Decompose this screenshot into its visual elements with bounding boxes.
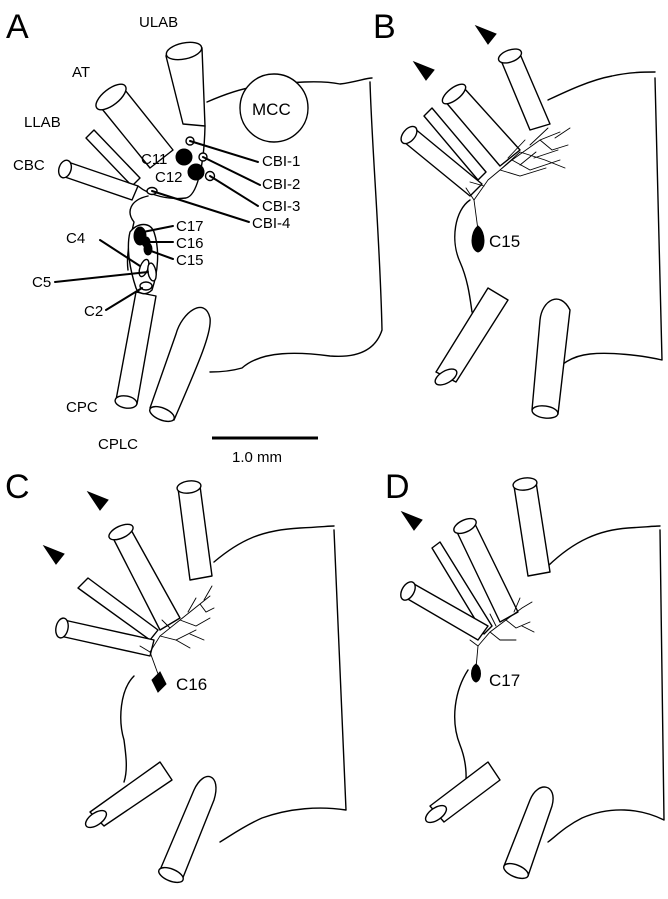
c11-label: C11 <box>141 151 167 168</box>
c16-label: C16 <box>176 235 204 252</box>
leader-c4 <box>99 239 141 267</box>
c17-arbor-branches-1 <box>475 601 533 669</box>
cplc-nerve-end <box>149 405 175 423</box>
b-nerve-4-end <box>400 125 418 145</box>
cbi3-label: CBI-3 <box>262 198 300 215</box>
c17-arbor-branches-2 <box>469 597 535 647</box>
cbi2-label: CBI-2 <box>262 176 300 193</box>
ulab-label: ULAB <box>139 14 178 31</box>
panel-a-letter: A <box>6 8 29 46</box>
cplc-nerve <box>149 306 211 421</box>
d-nerve-1 <box>513 481 551 577</box>
cell-c11 <box>175 148 193 166</box>
panel-c-letter: C <box>5 468 30 506</box>
b-nerve-1-end <box>497 48 523 64</box>
b-nerve-3 <box>423 107 487 181</box>
leader-cbi1 <box>189 140 259 163</box>
ganglion-outline-b <box>454 71 663 373</box>
d-nerve-6-end <box>503 862 529 880</box>
c-nerve-4-end <box>55 617 69 639</box>
panel-c: C C16 <box>5 468 347 884</box>
c-nerve-2-end <box>108 523 134 541</box>
c-nerve-1 <box>177 485 213 581</box>
c17-label: C17 <box>176 218 204 235</box>
cell-c15 <box>143 242 153 256</box>
panel-d-letter: D <box>385 468 410 506</box>
c15-arbor-branches-2 <box>465 127 571 201</box>
at-nerve-end <box>95 83 127 111</box>
panel-b-letter: B <box>373 8 396 46</box>
b-cell-label: C15 <box>489 232 520 251</box>
c-nerve-6 <box>159 775 217 881</box>
d-cell-label: C17 <box>489 671 520 690</box>
leader-c2 <box>105 287 143 311</box>
cplc-label: CPLC <box>98 436 138 453</box>
ganglion-outline-a <box>126 77 383 373</box>
b-nerve-5-end <box>434 368 458 386</box>
d-nerve-3 <box>431 541 493 635</box>
cell-c15-b <box>471 225 485 253</box>
c17-arbor <box>469 597 535 669</box>
cbc-label: CBC <box>13 157 45 174</box>
scale-bar-label: 1.0 mm <box>232 449 282 466</box>
cbc-nerve-end <box>57 159 73 179</box>
c15-arbor <box>465 127 571 231</box>
c16-arbor-branches-2 <box>139 585 213 653</box>
b-nerve-6 <box>531 298 571 415</box>
cell-c12 <box>187 163 205 181</box>
b-nerve-2-end <box>441 83 467 105</box>
leader-cbi2 <box>202 156 261 186</box>
cbi4-label: CBI-4 <box>252 215 290 232</box>
c4-label: C4 <box>66 230 85 247</box>
mcc-label: MCC <box>252 100 291 119</box>
c2-label: C2 <box>84 303 103 320</box>
leader-cbi4 <box>151 190 250 223</box>
cpc-nerve-end <box>114 395 138 409</box>
leader-c17 <box>142 225 174 233</box>
d-nerve-1-end <box>512 477 538 491</box>
d-nerve-6 <box>503 786 554 877</box>
c5-label: C5 <box>32 274 51 291</box>
c-nerve-3 <box>77 577 159 641</box>
mcc-circle <box>239 73 309 143</box>
cpc-nerve <box>115 291 157 405</box>
cell-c16-c <box>151 671 167 693</box>
b-arrowhead-2 <box>412 60 435 81</box>
at-label: AT <box>72 64 90 81</box>
leader-cbi3 <box>209 175 259 207</box>
d-nerve-2-end <box>453 517 477 535</box>
leader-c5 <box>54 271 149 283</box>
cbi1-label: CBI-1 <box>262 153 300 170</box>
d-nerve-2 <box>455 521 519 623</box>
c16-arbor <box>139 585 215 675</box>
b-arrowhead-1 <box>474 24 497 45</box>
c-arrowhead-2 <box>42 544 65 565</box>
llab-nerve <box>85 129 141 187</box>
leader-c15 <box>150 250 174 260</box>
c-arrowhead-1 <box>86 490 109 511</box>
panel-d: D C17 <box>385 468 665 880</box>
c15-label: C15 <box>176 252 204 269</box>
c-nerve-5-end <box>84 809 108 829</box>
ganglion-outline-c <box>120 525 347 843</box>
c15-arbor-branches-1 <box>473 131 569 231</box>
d-arrowhead-1 <box>400 510 423 531</box>
c-nerve-1-end <box>176 480 202 494</box>
b-nerve-6-end <box>531 405 559 419</box>
b-nerve-1 <box>499 53 551 131</box>
c-cell-label: C16 <box>176 675 207 694</box>
d-nerve-5-end <box>424 804 448 824</box>
ulab-nerve-end <box>165 41 203 61</box>
panel-a: A MCC ULAB AT LLAB CBC CPC CPLC <box>6 8 383 466</box>
c12-label: C12 <box>155 169 183 186</box>
panel-b: B C15 <box>373 8 663 419</box>
ganglion-outline-d <box>454 525 665 843</box>
llab-label: LLAB <box>24 114 61 131</box>
b-nerve-5 <box>435 287 509 383</box>
c-nerve-6-end <box>158 866 184 884</box>
d-nerve-4-end <box>400 581 416 601</box>
cpc-label: CPC <box>66 399 98 416</box>
cell-c17-d <box>471 663 481 683</box>
